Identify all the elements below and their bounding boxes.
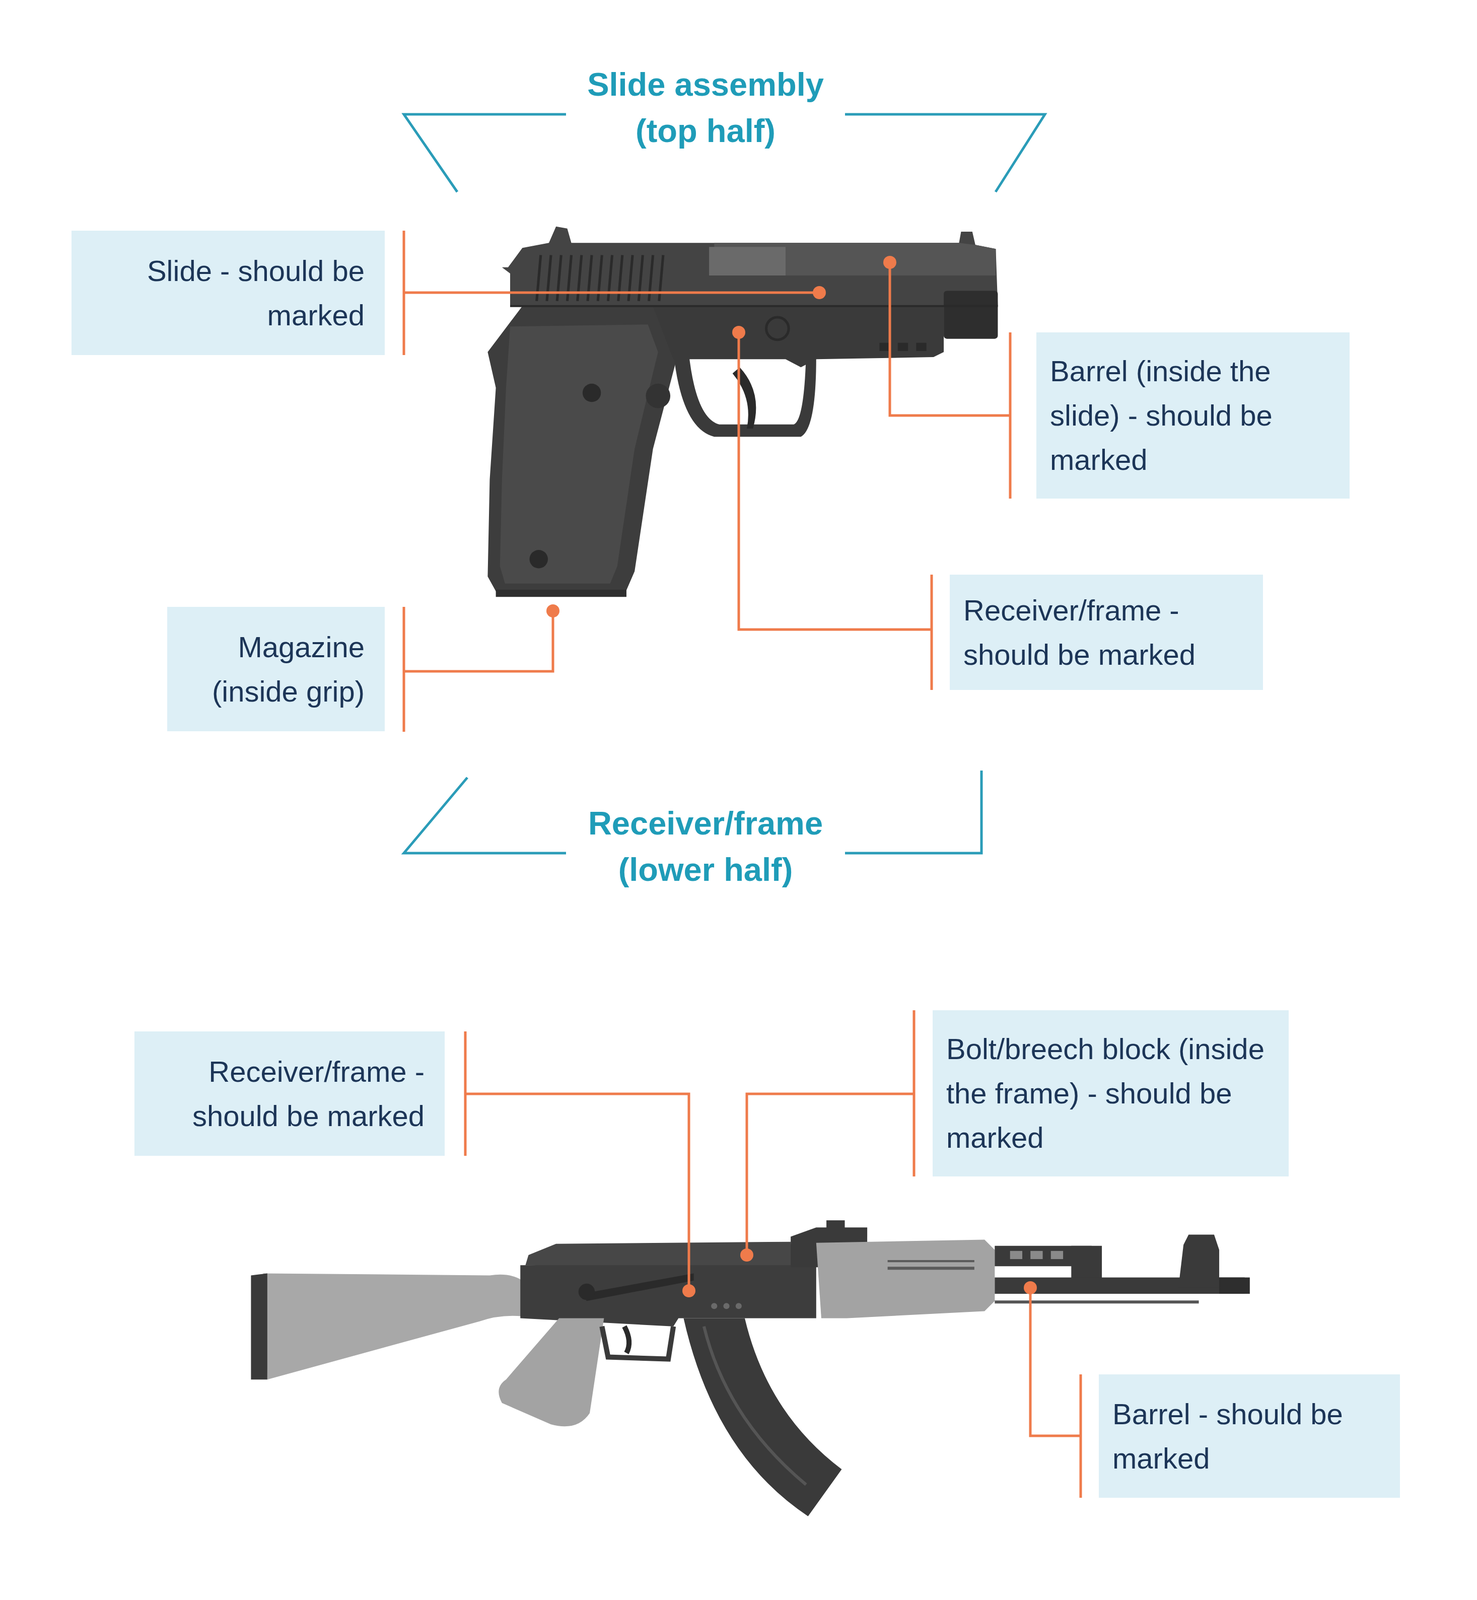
leader-line-part	[889, 262, 1011, 416]
callout-box: Barrel (inside the slide) - should be ma…	[1036, 332, 1350, 499]
rifle-part	[578, 1283, 595, 1300]
leader-line	[403, 230, 1081, 1498]
rifle-part	[1219, 1277, 1250, 1294]
rifle-part	[704, 1326, 807, 1485]
section-heading: Receiver/frame (lower half)	[566, 800, 846, 893]
rifle-part	[581, 1273, 694, 1301]
rifle-part	[525, 1241, 794, 1266]
leader-dot-part	[883, 255, 897, 269]
leader-dot-part	[732, 325, 746, 339]
callout-text: Slide - should be marked	[91, 248, 365, 338]
pistol-part-part	[649, 255, 654, 302]
pistol-part-part	[546, 255, 551, 302]
pistol	[487, 226, 998, 597]
leader-line-part	[465, 1093, 689, 1291]
rifle-part	[1030, 1250, 1043, 1259]
rifle-part	[498, 1318, 604, 1427]
rifle-part	[723, 1302, 730, 1309]
rifle-part	[263, 1273, 523, 1380]
rifle-part	[1050, 1250, 1064, 1259]
leader-line-part	[1030, 1287, 1081, 1436]
callout-text: Receiver/frame - should be marked	[963, 588, 1248, 677]
callout-text: Barrel - should be marked	[1112, 1391, 1385, 1481]
pistol-part	[645, 383, 671, 409]
leader-dot-part	[740, 1248, 754, 1262]
pistol-part-part	[628, 255, 633, 302]
bracket	[403, 114, 1045, 854]
pistol-part	[897, 342, 908, 351]
leader-dot-part	[812, 286, 826, 300]
rifle-part	[250, 1273, 267, 1380]
callout-box: Barrel - should be marked	[1098, 1374, 1400, 1498]
leader-line-part	[738, 332, 932, 630]
leader-line-part	[930, 574, 934, 690]
pistol-part	[916, 342, 927, 351]
callout-box: Bolt/breech block (inside the frame) - s…	[932, 1010, 1289, 1177]
pistol-part-part	[556, 255, 561, 302]
callout-text: Barrel (inside the slide) - should be ma…	[1049, 348, 1335, 482]
pistol-part	[943, 290, 998, 339]
pistol-part-part	[577, 255, 582, 302]
leader-dot-part	[682, 1284, 696, 1298]
rifle-part	[816, 1239, 996, 1319]
rifle-part	[711, 1302, 718, 1309]
pistol-part-part	[597, 255, 602, 302]
callout-box: Receiver/frame - should be marked	[949, 574, 1263, 690]
callout-box: Slide - should be marked	[71, 230, 385, 356]
pistol-part	[500, 324, 659, 584]
rifle-part	[826, 1220, 845, 1229]
leader-line-part	[746, 1093, 914, 1255]
rifle-part	[601, 1326, 674, 1360]
pistol-part-part	[567, 255, 572, 302]
pistol-part	[536, 255, 664, 302]
callout-text: Receiver/frame - should be marked	[154, 1049, 425, 1139]
pistol-part	[653, 306, 944, 368]
pistol-part-part	[536, 255, 541, 302]
bracket-part	[845, 114, 1045, 192]
pistol-part-part	[618, 255, 623, 302]
pistol-part	[879, 342, 890, 351]
pistol-part-part	[587, 255, 592, 302]
pistol-part-part	[659, 255, 664, 302]
rifle-part	[683, 1318, 842, 1517]
leader-dot-part	[546, 604, 560, 618]
pistol-part	[502, 226, 999, 307]
leader-line-part	[403, 610, 553, 672]
pistol-part	[487, 306, 679, 595]
leader-dot-part	[1023, 1281, 1037, 1295]
callout-text: Bolt/breech block (inside the frame) - s…	[946, 1026, 1274, 1160]
pistol-part	[673, 352, 817, 437]
callout-box: Receiver/frame - should be marked	[134, 1031, 445, 1156]
pistol-part-part	[638, 255, 643, 302]
pistol-part	[496, 589, 627, 597]
pistol-part	[766, 317, 790, 340]
rifle-part	[520, 1262, 817, 1327]
section-heading: Slide assembly (top half)	[566, 61, 846, 155]
rifle-part	[887, 1266, 975, 1270]
pistol-part	[732, 367, 757, 429]
callout-text: Magazine (inside grip)	[187, 624, 365, 714]
callout-box: Magazine (inside grip)	[167, 606, 385, 732]
rifle-part	[1010, 1250, 1023, 1259]
leader-line-part	[402, 606, 406, 732]
pistol-part-part	[607, 255, 612, 302]
rifle-part	[1178, 1234, 1220, 1288]
pistol-part	[709, 246, 786, 276]
pistol-part	[529, 549, 548, 569]
rifle-part	[887, 1259, 975, 1262]
rifle-part	[624, 1326, 629, 1354]
bracket-part	[403, 114, 567, 192]
rifle-part	[994, 1300, 1199, 1304]
pistol-part	[582, 383, 601, 402]
rifle-part	[735, 1302, 742, 1309]
leader-line-part	[403, 291, 820, 295]
pistol-part	[510, 305, 998, 308]
bracket-part	[403, 777, 567, 854]
bracket-part	[845, 770, 982, 854]
